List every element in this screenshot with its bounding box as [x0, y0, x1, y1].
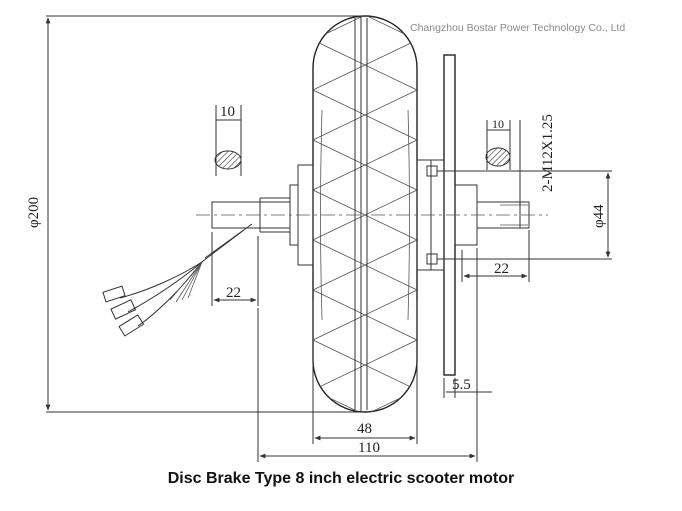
thread-dimension: 2-M12X1.25 — [437, 114, 612, 228]
cable-diameter-right-label: 10 — [492, 117, 504, 131]
total-width-dimension: 110 — [257, 248, 478, 462]
flange-diameter-dimension: φ44 — [437, 172, 612, 260]
connector-3 — [118, 314, 145, 337]
tire — [312, 15, 418, 413]
cable-section-right: 10 — [485, 117, 511, 170]
total-width-label: 110 — [358, 440, 380, 456]
right-shaft-label: 22 — [494, 261, 509, 277]
flange-diameter-label: φ44 — [591, 204, 607, 228]
cable-section-left: 10 — [214, 104, 242, 176]
drawing-caption: Disc Brake Type 8 inch electric scooter … — [167, 470, 515, 487]
connector-2 — [110, 299, 137, 320]
thread-label: 2-M12X1.25 — [540, 114, 556, 192]
connector-1 — [102, 285, 126, 303]
overall-diameter-dimension: φ200 — [26, 15, 365, 413]
disc-offset-label: 5.5 — [452, 377, 471, 393]
left-shaft-dimension: 22 — [211, 232, 259, 306]
tire-width-dimension: 48 — [312, 300, 418, 444]
overall-diameter-label: φ200 — [26, 197, 42, 228]
left-shaft-label: 22 — [226, 285, 241, 301]
disc-offset-dimension: 5.5 — [443, 377, 492, 398]
tire-width-label: 48 — [357, 421, 372, 437]
company-name: Changzhou Bostar Power Technology Co., L… — [410, 22, 625, 34]
tire-tread-pattern — [313, 16, 417, 412]
cable-diameter-left-label: 10 — [220, 104, 235, 120]
motor-cable — [102, 223, 253, 337]
right-shaft-dimension: 22 — [461, 230, 530, 282]
